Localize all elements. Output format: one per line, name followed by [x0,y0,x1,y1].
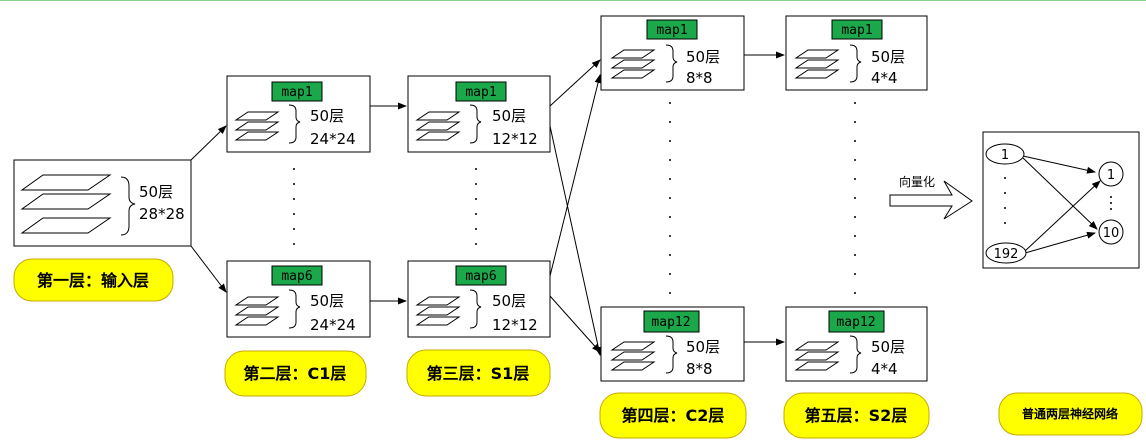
arrow-s1bottom-to-c2bottom [549,295,601,353]
map-tag [828,310,885,333]
brace-icon [665,335,678,374]
layers-label: 50层 [492,107,526,125]
layers-label: 50层 [492,292,526,310]
brace-icon [288,289,301,329]
nn-ellipsis-dots [1004,177,1112,224]
brace-icon [665,44,678,83]
feature-stack-icon [235,111,279,141]
size-label: 4*4 [871,69,898,87]
connection-arrows [190,51,785,356]
c2-bottom-block: map12 50层 8*8 [600,306,745,382]
input-layers-label: 50层 [139,183,173,201]
brace-icon [469,289,482,329]
brace-icon [288,104,301,144]
size-label: 24*24 [310,316,356,334]
s1-top-block: map1 50层 12*12 [407,75,551,153]
size-label: 12*12 [492,316,538,334]
layers-label: 50层 [871,338,905,356]
c1-top-block: map1 50层 24*24 [226,75,371,153]
s2-top-block: map1 50层 4*4 [785,15,928,91]
brace-icon [849,44,862,83]
vectorize-label: 向量化 [899,174,935,189]
s1-bottom-block: map6 50层 12*12 [407,260,551,338]
map-tag-label: map6 [281,269,312,284]
layer5-label: 第五层：S2层 [805,406,908,425]
vectorize-arrow: 向量化 [889,174,973,220]
ellipsis-dots [293,102,856,294]
size-label: 4*4 [871,360,898,378]
neural-net-block: 1 192 1 10 [982,131,1140,269]
layer4-label: 第四层：C2层 [622,406,725,425]
layer-label-pill: 第五层：S2层 [783,392,930,439]
map-tag-label: map1 [656,23,687,38]
input-node-top-label: 1 [1001,148,1009,163]
map-tag [455,81,507,102]
feature-stack-icon [235,296,279,326]
output-node [1098,161,1124,187]
layers-label: 50层 [310,292,344,310]
map-tag-label: map1 [281,85,312,100]
map-tag-label: map6 [465,269,496,284]
brace-icon [849,335,862,374]
layer-label-pill: 第二层：C1层 [224,350,367,397]
feature-stack-icon [416,111,460,141]
size-label: 24*24 [310,130,356,148]
input-stack-icon [20,174,112,234]
map-tag [831,19,883,40]
arrow-s1bottom-to-c2top [549,74,602,277]
map-tag-label: map1 [841,23,872,38]
map-tag-label: map1 [465,85,496,100]
map-tag [271,265,323,286]
layers-label: 50层 [310,107,344,125]
size-label: 8*8 [686,69,713,87]
feature-stack-icon [795,49,839,79]
layer1-label: 第一层：输入层 [37,271,149,290]
output-node [1098,219,1124,245]
arrow-s1top-to-c2top [549,59,601,107]
c1-bottom-block: map6 50层 24*24 [226,260,371,338]
brace-icon [120,176,136,236]
layer-label-pill: 第三层：S1层 [406,349,551,397]
feature-stack-icon [795,341,839,371]
layers-label: 50层 [871,48,905,66]
feature-stack-icon [416,296,460,326]
layers-label: 50层 [686,48,720,66]
output-node-top-label: 1 [1107,168,1115,183]
map-tag [646,19,698,40]
map-tag [643,310,700,333]
layer-label-pill: 普通两层神经网络 [998,392,1143,436]
map-tag-label: map12 [651,315,690,330]
layer-label-pill: 第四层：C2层 [599,392,747,439]
input-block: 50层 28*28 [13,159,192,247]
c2-top-block: map1 50层 8*8 [600,15,745,91]
brace-icon [469,104,482,144]
input-size-label: 28*28 [139,205,185,223]
size-label: 12*12 [492,130,538,148]
feature-stack-icon [611,341,655,371]
layer-label-pill: 第一层：输入层 [13,258,174,302]
map-tag-label: map12 [836,315,875,330]
input-node-bottom-label: 192 [994,247,1019,262]
arrow-input-to-c1-bottom [190,245,227,293]
layer2-label: 第二层：C1层 [244,364,347,383]
input-node [985,143,1025,165]
size-label: 8*8 [686,360,713,378]
feature-stack-icon [611,49,655,79]
s2-bottom-block: map12 50层 4*4 [785,306,928,382]
map-tag [271,81,323,102]
layer3-label: 第三层：S1层 [427,364,530,383]
arrow-input-to-c1-top [190,125,227,161]
layers-label: 50层 [686,338,720,356]
hollow-arrow-icon [889,180,973,220]
top-border-line [0,0,1146,1]
arrow-s1top-to-c2bottom [549,125,602,356]
input-node [985,242,1027,264]
map-tag [455,265,507,286]
output-node-bottom-label: 10 [1103,226,1120,241]
nn-label: 普通两层神经网络 [1022,406,1118,421]
